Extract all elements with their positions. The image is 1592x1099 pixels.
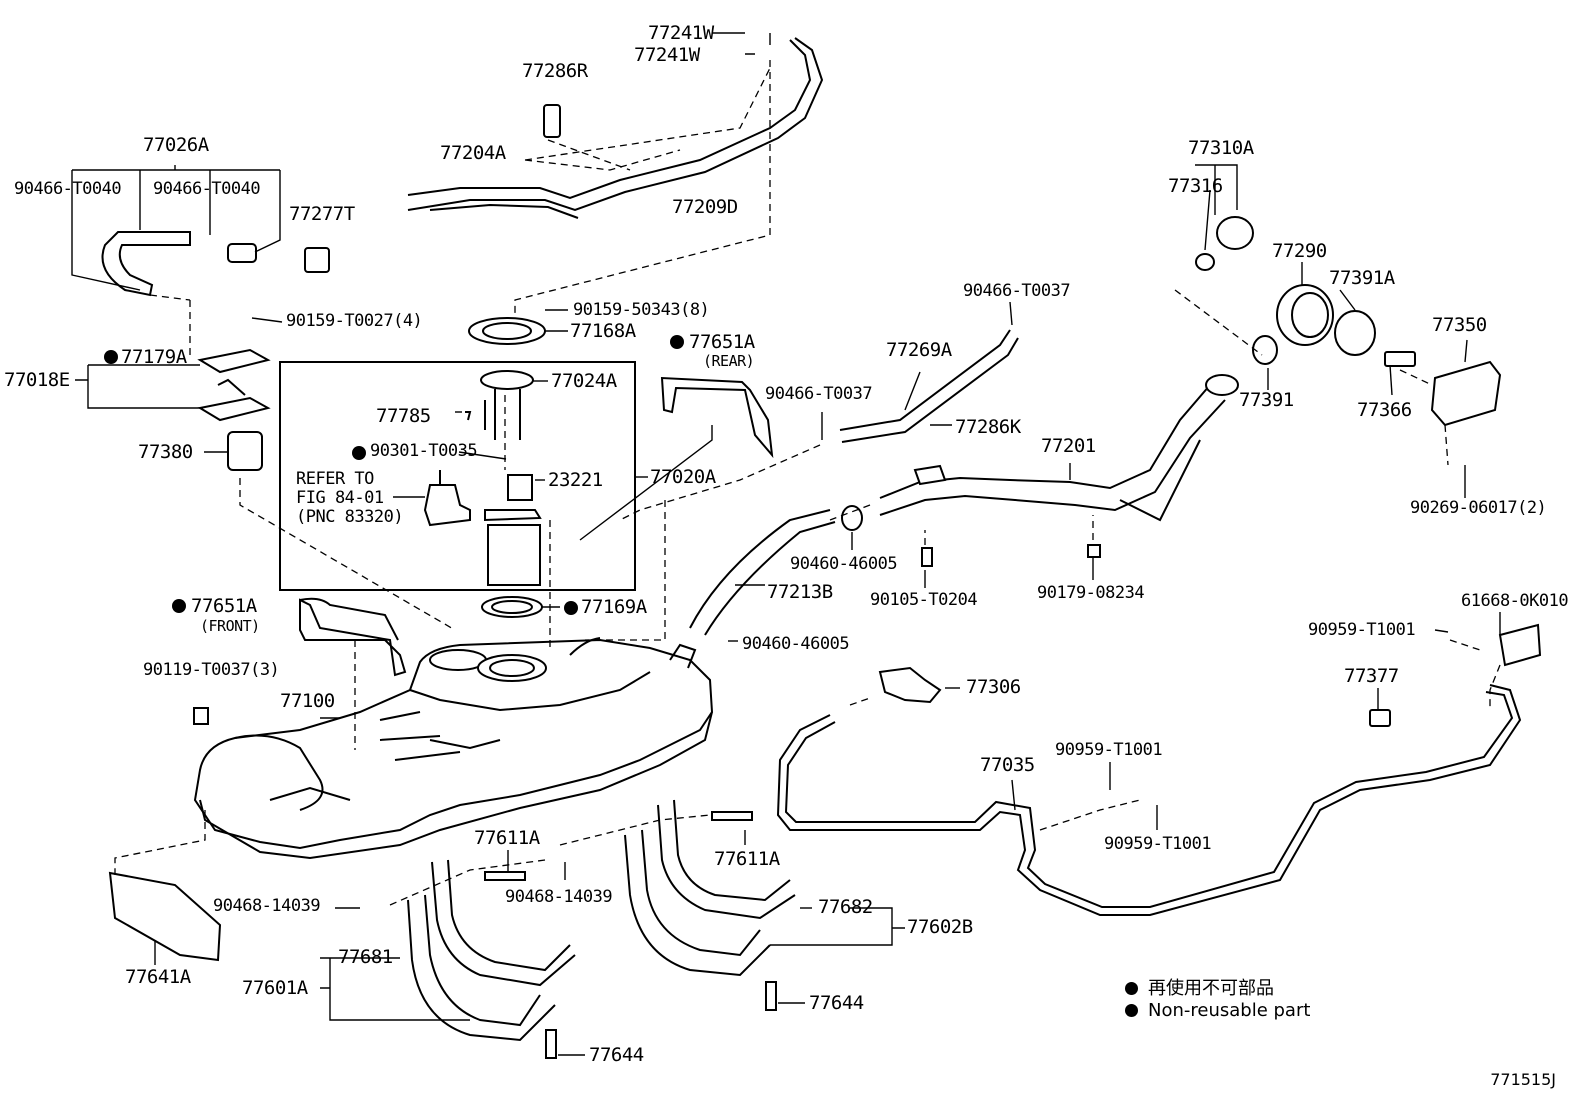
- label-77644-a: 77644: [589, 1044, 644, 1066]
- label-77601A: 77601A: [242, 977, 308, 999]
- label-77290: 77290: [1272, 240, 1327, 262]
- label-90159-T0027: 90159-T0027(4): [286, 311, 423, 331]
- label-77277T: 77277T: [289, 203, 355, 225]
- bracket-77306: [878, 666, 942, 704]
- legend-dot-icon: [1125, 982, 1138, 995]
- label-77651A-front: 77651A: [191, 595, 257, 617]
- label-90301-T0035: 90301-T0035: [370, 441, 478, 461]
- label-77391A: 77391A: [1329, 267, 1395, 289]
- label-90468-14039-b: 90468-14039: [505, 887, 613, 907]
- label-77682: 77682: [818, 896, 873, 918]
- legend-text-en: Non-reusable part: [1148, 1000, 1311, 1021]
- label-77316: 77316: [1168, 175, 1223, 197]
- label-77035: 77035: [980, 754, 1035, 776]
- label-90119-T0037: 90119-T0037(3): [143, 660, 280, 680]
- label-front: (FRONT): [200, 617, 260, 635]
- protector-77641A: [108, 871, 222, 962]
- bolts: [193, 544, 1101, 1059]
- label-77100: 77100: [280, 690, 335, 712]
- label-90460-46005-a: 90460-46005: [790, 554, 898, 574]
- label-77018E: 77018E: [4, 369, 70, 391]
- label-77602B: 77602B: [907, 916, 973, 938]
- clamp-77286R: [543, 104, 561, 138]
- label-77209D: 77209D: [672, 196, 738, 218]
- clamp-90460-46005: [841, 505, 863, 531]
- label-77168A: 77168A: [570, 320, 636, 342]
- label-77269A: 77269A: [886, 339, 952, 361]
- fuel-tubes-77209D: [407, 37, 824, 219]
- label-77241W-b: 77241W: [634, 44, 700, 66]
- label-77204A: 77204A: [440, 142, 506, 164]
- leader-lines: [71, 32, 1501, 1056]
- vent-hose-77269A: [839, 329, 1019, 443]
- label-23221: 23221: [548, 469, 603, 491]
- label-77020A: 77020A: [650, 466, 716, 488]
- label-77306: 77306: [966, 676, 1021, 698]
- illustration-code: 771515J: [1490, 1070, 1556, 1089]
- label-90468-14039-a: 90468-14039: [213, 896, 321, 916]
- label-90460-46005-b: 90460-46005: [742, 634, 850, 654]
- label-77651A-rear: 77651A: [689, 331, 755, 353]
- label-77611A-a: 77611A: [474, 827, 540, 849]
- label-90959-T1001-b: 90959-T1001: [1055, 740, 1163, 760]
- label-90466-T0037-b: 90466-T0037: [765, 384, 873, 404]
- label-rear: (REAR): [703, 352, 755, 370]
- label-77213B: 77213B: [767, 581, 833, 603]
- fuel-cap-77310A: [1195, 216, 1502, 427]
- label-77377: 77377: [1344, 665, 1399, 687]
- label-77179A: 77179A: [121, 346, 187, 368]
- label-77024A: 77024A: [551, 370, 617, 392]
- legend-row-english: Non-reusable part: [1125, 1000, 1310, 1021]
- refer-line-2: FIG 84-01: [296, 488, 384, 508]
- strap-77602B: [624, 799, 796, 977]
- label-90466-T0040-a: 90466-T0040: [14, 179, 122, 199]
- label-90466-T0037-a: 90466-T0037: [963, 281, 1071, 301]
- label-77785: 77785: [376, 405, 431, 427]
- label-77391: 77391: [1239, 389, 1294, 411]
- filler-pipe-77201: [879, 374, 1239, 522]
- legend-text-ja: 再使用不可部品: [1148, 978, 1274, 999]
- label-77611A-b: 77611A: [714, 848, 780, 870]
- label-61668-0K010: [1498, 623, 1542, 667]
- strap-77601A: [407, 859, 576, 1042]
- label-77366: 77366: [1357, 399, 1412, 421]
- legend-row-japanese: 再使用不可部品: [1125, 974, 1274, 1000]
- protector-77651A-rear: [660, 376, 774, 459]
- protector-77651A-front: [299, 597, 407, 677]
- label-77286K: 77286K: [955, 416, 1021, 438]
- label-77641A: 77641A: [125, 966, 191, 988]
- label-90959-T1001-a: 90959-T1001: [1308, 620, 1416, 640]
- reference-lines: [114, 60, 1501, 906]
- refer-line-3: (PNC 83320): [296, 507, 404, 527]
- label-90105-T0204: 90105-T0204: [870, 590, 978, 610]
- canister-77018E: [101, 231, 330, 471]
- label-77201: 77201: [1041, 435, 1096, 457]
- label-77286R: 77286R: [522, 60, 588, 82]
- cable-77035: [776, 684, 1522, 916]
- label-77350: 77350: [1432, 314, 1487, 336]
- connector-77377: [1369, 709, 1391, 727]
- legend-dot-icon: [1125, 1004, 1138, 1017]
- label-77681: 77681: [338, 946, 393, 968]
- label-77310A: 77310A: [1188, 137, 1254, 159]
- label-90959-T1001-c: 90959-T1001: [1104, 834, 1212, 854]
- label-77644-b: 77644: [809, 992, 864, 1014]
- label-90179-08234: 90179-08234: [1037, 583, 1145, 603]
- hose-77213B: [689, 509, 836, 636]
- refer-line-1: REFER TO: [296, 469, 374, 489]
- label-77380: 77380: [138, 441, 193, 463]
- label-77169A: 77169A: [581, 596, 647, 618]
- label-90269-06017: 90269-06017(2): [1410, 498, 1547, 518]
- label-61668-0K010: 61668-0K010: [1461, 591, 1569, 611]
- label-77241W-a: 77241W: [648, 22, 714, 44]
- non-reusable-markers: [104, 335, 684, 615]
- label-90466-T0040-b: 90466-T0040: [153, 179, 261, 199]
- fuel-tank-77100: [193, 637, 714, 860]
- label-90159-50343: 90159-50343(8): [573, 300, 710, 320]
- label-77026A: 77026A: [143, 134, 209, 156]
